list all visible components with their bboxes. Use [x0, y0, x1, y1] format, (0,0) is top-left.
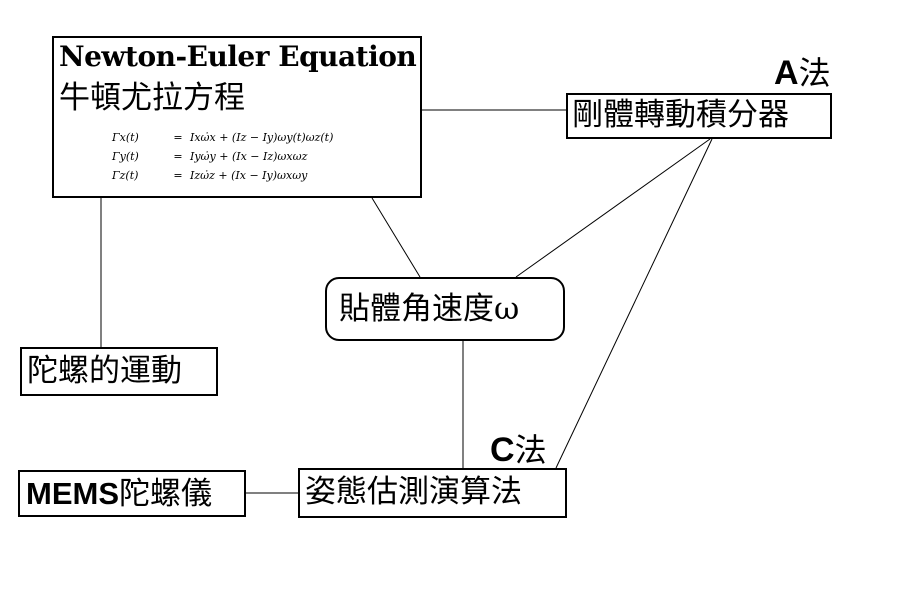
method-c-han: 法 — [514, 431, 547, 469]
method-c-label: C法 — [490, 425, 547, 471]
method-c-letter: C — [490, 431, 515, 469]
newton-euler-title: Newton-Euler Equation — [59, 40, 417, 73]
omega-symbol: ω — [494, 291, 520, 327]
equation-row: Γx(t) = Ixω̇x + (Iz − Iy)ωy(t)ωz(t) — [112, 132, 333, 143]
edge-rigid-body-integrator-to-body-angular-velocity — [515, 138, 711, 278]
newton-euler-subtitle: 牛頓尤拉方程 — [59, 80, 245, 116]
equation-lhs: Γx(t) — [112, 131, 139, 144]
equation-operator: = — [173, 131, 183, 144]
method-a-han: 法 — [798, 54, 831, 92]
gyroscope-label: 陀螺儀 — [119, 476, 212, 512]
rigid-body-integrator-label: 剛體轉動積分器 — [572, 97, 789, 133]
attitude-estimation-node: 姿態估測演算法 — [298, 468, 567, 518]
edge-newton-euler-to-body-angular-velocity — [371, 197, 421, 278]
newton-euler-node: Newton-Euler Equation 牛頓尤拉方程 Γx(t) = Ixω̇x… — [52, 36, 422, 198]
rigid-body-integrator-node: 剛體轉動積分器 — [566, 93, 832, 139]
body-angular-velocity-label: 貼體角速度 — [339, 291, 494, 327]
attitude-estimation-label: 姿態估測演算法 — [305, 474, 522, 510]
equation-row: Γz(t) = Izω̇z + (Ix − Iy)ωxωy — [112, 170, 307, 181]
method-a-label: A法 — [774, 48, 831, 94]
equation-rhs: Ixω̇x + (Iz − Iy)ωy(t)ωz(t) — [190, 131, 334, 144]
method-a-letter: A — [774, 54, 799, 92]
equation-row: Γy(t) = Iyω̇y + (Ix − Iz)ωxωz — [112, 151, 307, 162]
equation-operator: = — [173, 150, 183, 163]
mems-label: MEMS — [26, 476, 119, 511]
equation-operator: = — [173, 169, 183, 182]
mems-gyroscope-node: MEMS陀螺儀 — [18, 470, 246, 517]
gyroscope-motion-label: 陀螺的運動 — [27, 353, 182, 389]
edge-rigid-body-integrator-to-attitude-estimation — [555, 138, 713, 469]
equation-rhs: Iyω̇y + (Ix − Iz)ωxωz — [190, 150, 308, 163]
gyroscope-motion-node: 陀螺的運動 — [20, 347, 218, 396]
equation-rhs: Izω̇z + (Ix − Iy)ωxωy — [190, 169, 308, 182]
equation-lhs: Γz(t) — [112, 169, 139, 182]
equation-lhs: Γy(t) — [112, 150, 139, 163]
body-angular-velocity-node: 貼體角速度ω — [325, 277, 565, 341]
